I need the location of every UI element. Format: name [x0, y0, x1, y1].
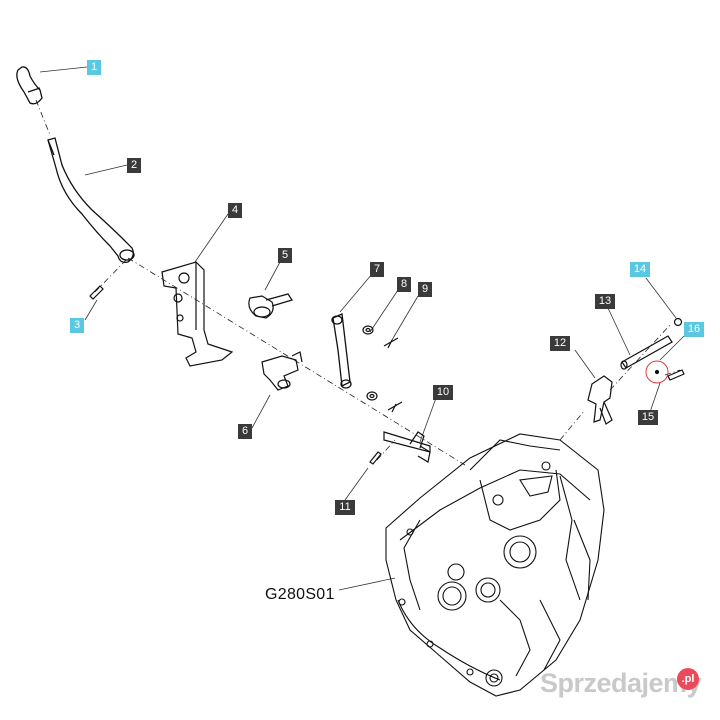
part-knob: [16, 66, 43, 105]
part-pin-11: [369, 451, 382, 465]
callout-15: 15: [638, 410, 658, 425]
part-detent-ball: [645, 360, 669, 384]
part-link-arm: [331, 313, 352, 389]
part-shift-shaft: [383, 431, 431, 463]
part-selector: [261, 351, 303, 391]
watermark-text: Sprzedajemy: [540, 668, 702, 698]
callout-16: 16: [684, 322, 704, 337]
callout-4: 4: [228, 203, 242, 218]
assembly-reference-label: G280S01: [265, 586, 335, 603]
part-shift-fork: [587, 375, 613, 425]
watermark-badge: .pl: [677, 668, 699, 690]
part-shift-lever: [47, 137, 135, 264]
part-washer: [362, 325, 378, 401]
callout-1: 1: [87, 60, 101, 75]
part-transmission-housing: [385, 433, 605, 697]
part-rail: [620, 335, 673, 370]
callout-3: 3: [70, 318, 84, 333]
part-pivot-arm: [248, 293, 293, 319]
assembly-axis-lines: [35, 99, 681, 466]
part-bolt: [667, 369, 685, 381]
part-o-ring: [673, 317, 683, 327]
callout-11: 11: [335, 500, 355, 515]
callout-12: 12: [550, 336, 570, 351]
callout-6: 6: [238, 424, 252, 439]
callout-8: 8: [397, 277, 411, 292]
callout-7: 7: [370, 262, 384, 277]
callout-2: 2: [127, 158, 141, 173]
leader-lines: [39, 66, 685, 591]
callout-10: 10: [433, 385, 453, 400]
callout-13: 13: [595, 294, 615, 309]
callout-14: 14: [630, 262, 650, 277]
part-clip: [383, 337, 403, 413]
callout-9: 9: [418, 282, 432, 297]
callout-5: 5: [278, 248, 292, 263]
part-bracket: [161, 261, 234, 367]
part-pin-3: [89, 285, 104, 300]
